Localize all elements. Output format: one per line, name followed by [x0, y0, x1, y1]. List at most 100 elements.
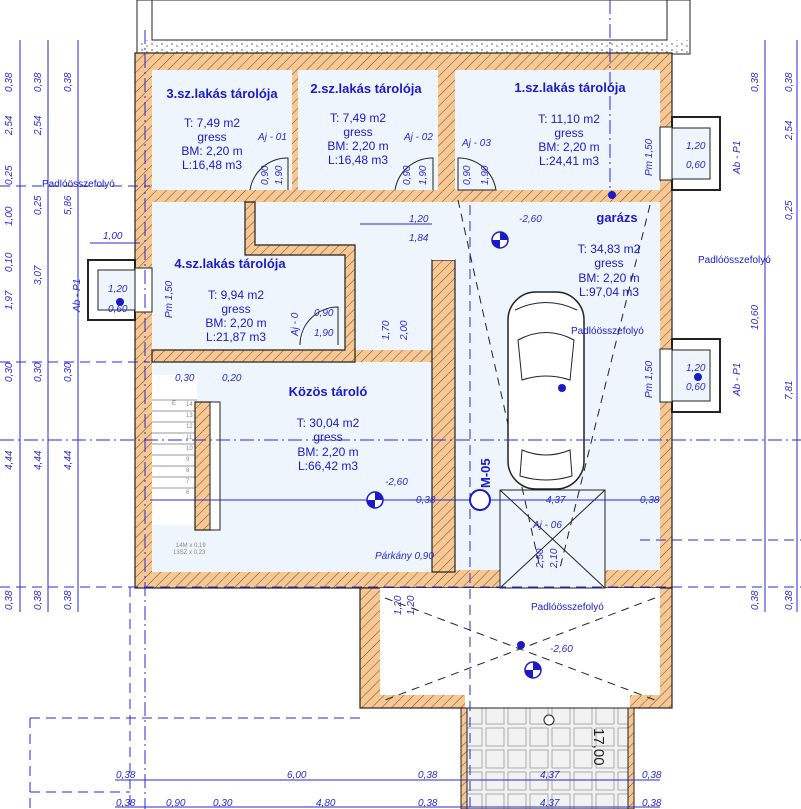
common-volume: L:66,42 m3 [298, 459, 358, 473]
room-4-title: 4.sz.lakás tárolója [174, 256, 286, 271]
svg-text:1,70: 1,70 [381, 320, 392, 340]
right-dimensions: 0,38 10,60 0,38 0,38 2,54 0,25 7,81 0,38 [750, 72, 795, 610]
svg-text:0,38: 0,38 [640, 495, 660, 506]
svg-text:0,90: 0,90 [260, 165, 271, 185]
svg-text:4,37: 4,37 [546, 495, 566, 506]
svg-text:4,37: 4,37 [540, 770, 560, 781]
door-label: Aj - 03 [461, 138, 491, 149]
svg-text:0,38: 0,38 [4, 72, 15, 92]
svg-text:0,25: 0,25 [4, 165, 15, 185]
level-markers [116, 191, 702, 726]
room-2-volume: L:16,48 m3 [328, 153, 388, 167]
total-length-label: 17,00 [590, 728, 607, 766]
room-2-storage [298, 70, 438, 190]
svg-text:8: 8 [186, 468, 190, 474]
svg-text:1,90: 1,90 [274, 165, 285, 185]
room-4-volume: L:21,87 m3 [206, 330, 266, 344]
room-3-storage [152, 70, 292, 190]
svg-text:0,38: 0,38 [63, 72, 74, 92]
lightwell-label: Ab - P1 [732, 363, 743, 397]
svg-text:6: 6 [186, 490, 190, 496]
door-label: Aj - 06 [532, 520, 562, 531]
inner-dimensions: 0,90 1,90 0,90 1,90 0,90 1,90 0,90 1,90 … [103, 141, 706, 615]
common-floor: gress [313, 430, 342, 444]
level-label: -2,60 [519, 214, 542, 225]
bottom-dimensions: 0,38 6,00 0,38 4,37 0,38 0,38 0,90 0,30 … [116, 770, 662, 809]
svg-text:0,30: 0,30 [4, 362, 15, 382]
svg-text:1,90: 1,90 [480, 165, 491, 185]
lightwell-right-bottom [659, 338, 721, 413]
room-2-floor: gress [343, 125, 372, 139]
svg-text:0,30: 0,30 [213, 798, 233, 809]
svg-text:E: E [172, 401, 176, 407]
svg-text:0,38: 0,38 [750, 590, 761, 610]
top-gravel-strip [136, 0, 691, 55]
svg-text:2,54: 2,54 [33, 115, 44, 136]
svg-text:10,60: 10,60 [750, 305, 761, 330]
svg-text:7: 7 [186, 479, 190, 485]
room-3-floor: gress [197, 130, 226, 144]
sill-label: Párkány 0,90 [375, 551, 434, 562]
common-storage-title: Közös tároló [289, 384, 368, 399]
room-4-floor: gress [221, 302, 250, 316]
svg-text:0,38: 0,38 [784, 590, 795, 610]
svg-text:2,50: 2,50 [535, 548, 546, 569]
svg-text:5,86: 5,86 [63, 195, 74, 215]
svg-text:12: 12 [186, 424, 193, 430]
garage-floor: gress [594, 256, 623, 270]
svg-text:1,20: 1,20 [108, 284, 128, 295]
room-1-volume: L:24,41 m3 [539, 154, 599, 168]
door-label: Aj - 01 [257, 132, 287, 143]
svg-text:1,20: 1,20 [409, 214, 429, 225]
svg-text:0,38: 0,38 [418, 798, 438, 809]
room-1-height: BM: 2,20 m [538, 140, 599, 154]
svg-text:2,54: 2,54 [784, 120, 795, 141]
room-4-height: BM: 2,20 m [205, 316, 266, 330]
room-1-title: 1.sz.lakás tárolója [514, 80, 626, 95]
svg-text:4,44: 4,44 [63, 450, 74, 470]
dimension-lines [19, 40, 798, 808]
lightwell-label: Ab - P1 [732, 141, 743, 175]
svg-text:0,90: 0,90 [402, 165, 413, 185]
svg-text:4,44: 4,44 [33, 450, 44, 470]
room-1-storage [455, 70, 660, 190]
drain-icon [116, 298, 124, 306]
drain-label: Padlóösszefolyó [571, 326, 644, 337]
svg-text:0,38: 0,38 [784, 72, 795, 92]
svg-text:0,90: 0,90 [166, 798, 186, 809]
svg-text:1,20: 1,20 [406, 595, 417, 615]
window-label: Pm 1,50 [644, 138, 655, 176]
drain-icon [608, 191, 616, 199]
svg-text:3,07: 3,07 [33, 265, 44, 285]
room-3-volume: L:16,48 m3 [182, 158, 242, 172]
drain-icon [517, 641, 525, 649]
room-3-height: BM: 2,20 m [181, 144, 242, 158]
svg-text:1,00: 1,00 [103, 231, 123, 242]
svg-text:4,80: 4,80 [316, 798, 336, 809]
svg-text:0,90: 0,90 [462, 165, 473, 185]
svg-text:0,20: 0,20 [222, 373, 242, 384]
stair-step-numbers: E 14 13 12 11 10 9 8 7 6 [172, 401, 193, 496]
lightwell-left [87, 259, 153, 321]
common-height: BM: 2,20 m [297, 445, 358, 459]
svg-text:0,38: 0,38 [63, 590, 74, 610]
svg-text:7,81: 7,81 [784, 381, 795, 400]
svg-text:1,20: 1,20 [686, 363, 706, 374]
svg-text:9: 9 [186, 457, 190, 463]
svg-text:0,38: 0,38 [416, 495, 436, 506]
room-2-area: T: 7,49 m2 [330, 111, 386, 125]
garage-door-aj06 [384, 199, 656, 701]
svg-text:1,20: 1,20 [393, 595, 404, 615]
room-labels: 3.sz.lakás tárolója T: 7,49 m2 gress BM:… [166, 80, 640, 473]
svg-text:2,10: 2,10 [549, 548, 560, 569]
garage-door-marker-icon [469, 489, 491, 511]
svg-text:1,00: 1,00 [4, 206, 15, 226]
stair-tread: 13SZ x 0,23 [173, 550, 206, 556]
drain-icon [558, 384, 566, 392]
level-label: -2,60 [385, 477, 408, 488]
svg-text:0,38: 0,38 [116, 798, 136, 809]
drain-label: Padlóösszefolyó [42, 179, 115, 190]
svg-text:6,00: 6,00 [287, 770, 307, 781]
svg-text:0,25: 0,25 [33, 195, 44, 215]
